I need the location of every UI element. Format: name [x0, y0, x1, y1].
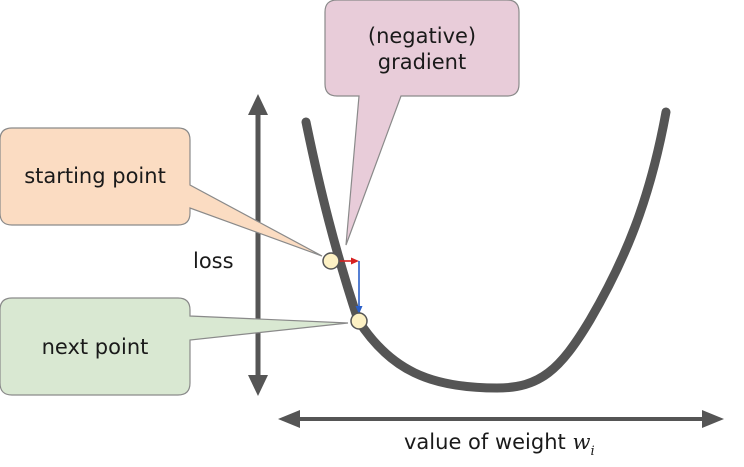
starting-point-marker — [322, 252, 340, 270]
x-axis-variable-subscript: i — [590, 444, 595, 459]
next-point-marker — [350, 312, 368, 330]
starting-point-label: starting point — [24, 164, 166, 188]
next-point-label: next point — [41, 335, 149, 359]
x-axis-label: value of weight wi — [404, 430, 595, 459]
starting-point-callout — [0, 127, 323, 257]
next-point-callout — [0, 297, 349, 396]
loss-curve — [301, 107, 671, 393]
x-axis-variable: w — [572, 430, 591, 454]
gradient-callout-text: (negative) gradient — [325, 24, 519, 75]
gradient-callout-line2: gradient — [377, 49, 467, 74]
x-axis — [278, 410, 724, 428]
x-axis-label-text: value of weight — [404, 430, 566, 454]
y-axis-label: loss — [193, 249, 234, 273]
y-axis — [248, 94, 268, 396]
gradient-callout — [324, 0, 520, 246]
gradient-callout-line1: (negative) — [367, 24, 477, 48]
